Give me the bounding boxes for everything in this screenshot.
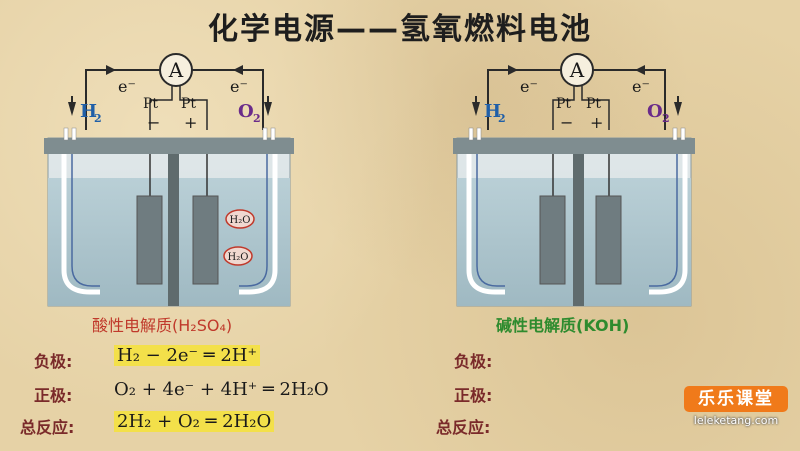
right-wire-right	[593, 69, 666, 130]
left-h2-arrow-icon	[68, 102, 76, 116]
page-title: 化学电源——氢氧燃料电池	[208, 12, 592, 47]
right-h2-arrow-icon	[472, 102, 480, 116]
right-o2-sub: 2	[662, 112, 670, 125]
left-eq-total: 2H₂ + O₂ ═ 2H₂O	[114, 411, 275, 432]
left-lid	[44, 138, 294, 154]
left-wire-left	[85, 69, 160, 130]
right-pt-label-neg: Pt	[556, 96, 571, 112]
right-cell: A e⁻ e⁻ H 2 O 2 Pt Pt − +	[453, 53, 695, 307]
left-wire-inner-b	[179, 86, 208, 130]
left-eq-label-total: 总反应:	[20, 418, 75, 437]
left-o2-label: O	[238, 101, 254, 122]
left-wire-inner-a	[149, 86, 173, 130]
left-pt-label-neg: Pt	[143, 96, 158, 112]
right-h2-label: H	[484, 101, 501, 122]
left-eq-negative: H₂ − 2e⁻ ═ 2H⁺	[114, 345, 260, 366]
right-ammeter-icon	[560, 53, 594, 87]
right-pt-label-pos: Pt	[586, 96, 601, 112]
left-eq-label-positive: 正极:	[34, 386, 73, 405]
left-membrane	[168, 154, 179, 306]
right-wire-left	[487, 69, 561, 130]
right-h2-sub: 2	[498, 112, 506, 125]
left-h2-label: H	[80, 101, 97, 122]
right-membrane	[573, 154, 584, 306]
left-electrode-pos	[192, 195, 219, 285]
svg-text:H₂O: H₂O	[228, 252, 249, 263]
left-o2-sub: 2	[253, 112, 261, 125]
right-ammeter-label: A	[569, 58, 585, 82]
right-electron-arrow-right	[635, 65, 645, 75]
left-o2-tube	[239, 154, 278, 295]
water-bubble-1	[225, 209, 255, 229]
right-electron-arrow-left	[508, 65, 518, 75]
acid-caption: 酸性电解质(H₂SO₄)	[92, 316, 233, 335]
right-electrode-pos	[595, 195, 622, 285]
right-electrode-neg	[539, 195, 566, 285]
right-electron-label-left: e⁻	[520, 77, 538, 96]
left-h2-sub: 2	[94, 112, 102, 125]
left-electron-label-left: e⁻	[118, 77, 136, 96]
left-h2-tube	[61, 154, 100, 295]
left-pt-label-pos: Pt	[181, 96, 196, 112]
left-wire-right	[192, 69, 264, 130]
leleketang-logo: 乐乐课堂	[684, 386, 788, 412]
left-o2-arrow-icon	[264, 102, 272, 116]
right-o2-tube	[649, 154, 688, 295]
right-eq-label-total: 总反应:	[436, 418, 491, 437]
left-electron-arrow-right	[233, 65, 243, 75]
right-o2-label: O	[647, 101, 663, 122]
base-caption: 碱性电解质(KOH)	[496, 316, 630, 335]
right-lid	[453, 138, 695, 154]
logo-url: leleketang.com	[693, 414, 779, 427]
left-eq-positive: O₂ + 4e⁻ + 4H⁺ ═ 2H₂O	[114, 379, 329, 400]
left-sign-pos: +	[184, 113, 197, 132]
left-electron-arrow-left	[106, 65, 116, 75]
left-cell: A e⁻ e⁻ H 2 O 2 Pt Pt − +	[44, 53, 294, 307]
left-eq-label-negative: 负极:	[34, 352, 73, 371]
left-ammeter-label: A	[168, 58, 184, 82]
left-electrode-neg	[136, 195, 163, 285]
right-eq-label-positive: 正极:	[454, 386, 493, 405]
left-sign-neg: −	[147, 113, 160, 132]
right-h2-tube	[466, 154, 505, 295]
right-electron-label-right: e⁻	[632, 77, 650, 96]
left-ammeter-icon	[159, 53, 193, 87]
right-eq-label-negative: 负极:	[454, 352, 493, 371]
right-sign-pos: +	[590, 113, 603, 132]
svg-text:H₂O: H₂O	[230, 215, 251, 226]
left-electron-label-right: e⁻	[230, 77, 248, 96]
water-bubble-2	[223, 246, 253, 266]
right-o2-arrow-icon	[674, 102, 682, 116]
right-sign-neg: −	[560, 113, 573, 132]
